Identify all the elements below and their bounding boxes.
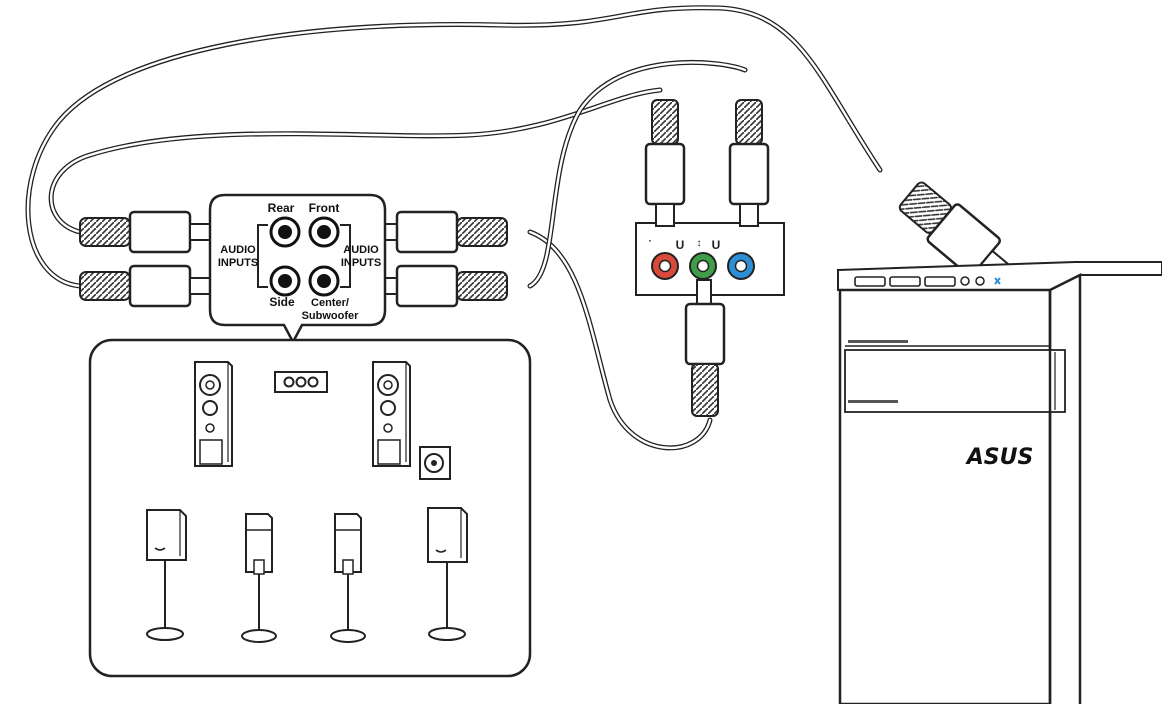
jack-side: [269, 265, 301, 297]
side-label: Side: [269, 295, 295, 309]
satellite-speaker-1: [146, 509, 187, 641]
line-out-jack: [689, 252, 717, 280]
jack-rear: [269, 216, 301, 248]
center-label: Center/: [311, 297, 349, 309]
satellite-speaker-3: [330, 513, 366, 643]
subwoofer-label: Subwoofer: [302, 310, 360, 322]
svg-text:∘: ∘: [648, 238, 651, 244]
line-in-jack: [651, 252, 679, 280]
plug-rear-left: [79, 210, 213, 254]
satellite-speaker-4: [427, 507, 468, 641]
audio-inputs-right-line2: INPUTS: [341, 257, 381, 269]
audio-inputs-left-line2: INPUTS: [218, 257, 258, 269]
plug-side-left: [79, 264, 213, 308]
audio-inputs-left-line1: AUDIO: [220, 244, 256, 256]
rear-label: Rear: [268, 201, 295, 215]
plug-front-right: [374, 210, 508, 254]
jack-front: [308, 216, 340, 248]
mic-in-jack: [727, 252, 755, 280]
front-right-speaker: [372, 361, 411, 467]
plug-into-line-out: [684, 279, 726, 417]
pc-brand-label: ASUS: [965, 445, 1034, 470]
svg-text:↕: ↕: [697, 238, 702, 249]
pc-tower: ASUS: [837, 261, 1162, 704]
speaker-jack-callout: Rear Front Side Center/ Subwoofer AUDIO …: [208, 193, 387, 345]
subwoofer-speaker: [419, 446, 451, 480]
svg-text:U: U: [676, 238, 685, 252]
audio-inputs-right-line1: AUDIO: [343, 244, 379, 256]
speaker-hub-device: [274, 371, 328, 393]
svg-text:U: U: [712, 238, 721, 252]
audio-cables: [25, 5, 883, 451]
plug-into-mic-in: [728, 99, 770, 227]
speaker-system-panel: [88, 338, 532, 678]
jack-center-subwoofer: [308, 265, 340, 297]
front-label: Front: [309, 201, 340, 215]
satellite-speaker-2: [241, 513, 277, 643]
plug-into-line-in: [644, 99, 686, 227]
front-left-speaker: [194, 361, 233, 467]
plug-center-right: [374, 264, 508, 308]
